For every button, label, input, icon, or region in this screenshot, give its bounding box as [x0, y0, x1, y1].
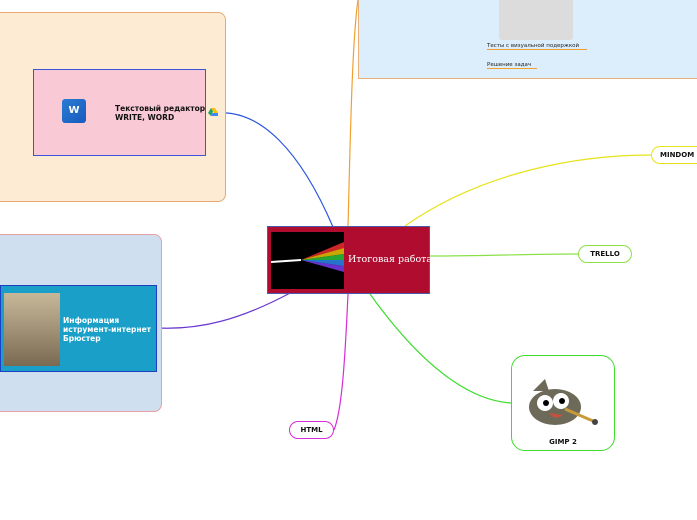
html-node[interactable]: HTML: [289, 421, 334, 439]
central-label: Итоговая работа: [348, 254, 433, 265]
gimp-icon: [529, 379, 598, 425]
connector-info: [156, 291, 293, 329]
tests-item-visual[interactable]: Тесты с визуальной подержкой: [487, 43, 587, 50]
connector-tests: [347, 0, 359, 228]
word-node[interactable]: [33, 69, 206, 156]
prism-image: [271, 232, 344, 289]
connector-mindom: [404, 154, 652, 227]
info-label-line2: иструмент-интернет: [63, 325, 152, 334]
mindom-node[interactable]: MINDOM: [651, 146, 697, 164]
trello-node[interactable]: TRELLO: [578, 245, 632, 263]
word-icon: W: [62, 99, 86, 123]
tests-thumbnail[interactable]: [499, 0, 573, 40]
info-label-line1: Информация: [63, 316, 120, 325]
word-label-line2: WRITE, WORD: [115, 113, 175, 122]
word-node-label: Текстовый редактор WRITE, WORD: [115, 104, 205, 122]
info-node-label: Информация иструмент-интернет Брюстер: [63, 316, 151, 343]
portrait-image: [4, 293, 60, 366]
tests-item-tasks[interactable]: Решение задач: [487, 62, 537, 69]
connector-gimp: [369, 293, 512, 404]
connector-word: [217, 112, 334, 228]
gimp-label: GIMP 2: [549, 438, 577, 446]
info-label-line3: Брюстер: [63, 334, 101, 343]
drive-icon[interactable]: [208, 108, 218, 117]
connector-html: [333, 293, 349, 431]
connector-trello: [429, 253, 579, 257]
word-label-line1: Текстовый редактор: [115, 104, 206, 113]
